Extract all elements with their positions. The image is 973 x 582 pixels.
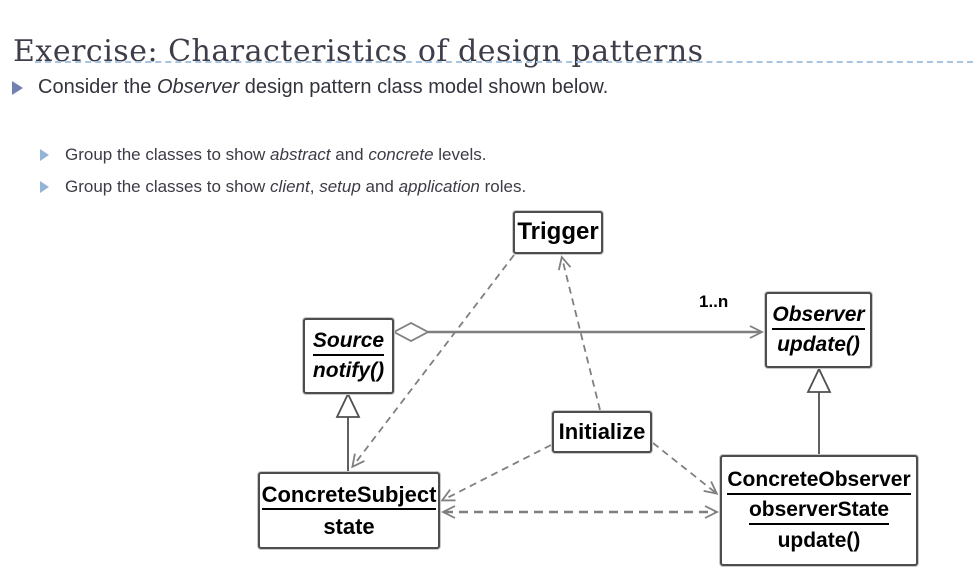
class-name: Observer — [772, 303, 865, 330]
bullet-text: Consider the Observer design pattern cla… — [38, 76, 609, 98]
sub-bullet-item-2: Group the classes to show client, setup … — [40, 177, 890, 197]
class-operation: update() — [777, 333, 860, 356]
sub-bullet-text: Group the classes to show client, setup … — [65, 177, 527, 196]
page-title: Exercise: Characteristics of design patt… — [13, 34, 704, 70]
class-box-source: Source notify() — [303, 318, 394, 394]
class-operation: update() — [777, 528, 861, 552]
class-name: Initialize — [558, 419, 646, 445]
class-box-trigger: Trigger — [513, 211, 603, 254]
multiplicity-label: 1..n — [699, 292, 729, 311]
aggregation-diamond-icon — [392, 321, 430, 343]
sub-bullet-item-1: Group the classes to show abstract and c… — [40, 145, 890, 165]
dependency-arrow-trigger-concretesubject — [351, 254, 515, 469]
class-box-concreteobserver: ConcreteObserver observerState update() — [720, 455, 918, 566]
sub-bullet-triangle-icon — [40, 149, 49, 161]
dependency-arrow-initialize-concreteobserver — [652, 442, 719, 495]
class-attribute: observerState — [748, 498, 890, 526]
class-attribute: state — [323, 513, 375, 539]
class-box-initialize: Initialize — [552, 411, 652, 453]
class-name: ConcreteSubject — [261, 482, 437, 510]
class-name: Source — [312, 329, 385, 356]
bullet-item-main: Consider the Observer design pattern cla… — [12, 76, 912, 99]
class-box-concretesubject: ConcreteSubject state — [258, 472, 440, 549]
bullet-triangle-icon — [12, 81, 23, 95]
class-box-observer: Observer update() — [765, 292, 872, 368]
class-name: Trigger — [517, 218, 599, 246]
sub-bullet-triangle-icon — [40, 181, 49, 193]
class-name: ConcreteObserver — [727, 468, 911, 495]
class-operation: notify() — [312, 359, 385, 382]
sub-bullet-text: Group the classes to show abstract and c… — [65, 145, 487, 164]
dependency-arrow-initialize-trigger — [557, 255, 601, 411]
inheritance-triangle-icon-source — [335, 391, 361, 418]
inheritance-triangle-icon-observer — [806, 366, 832, 393]
dependency-arrow-initialize-concretesubject — [440, 444, 552, 502]
title-divider — [35, 61, 973, 63]
